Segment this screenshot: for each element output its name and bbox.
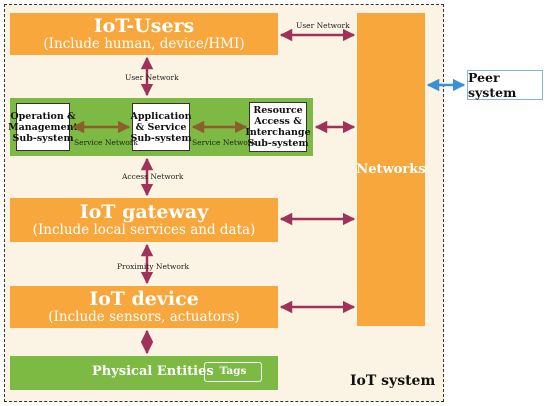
peer-system-label: Peer system bbox=[468, 70, 517, 100]
networks-box: Networks bbox=[356, 13, 426, 326]
iot-users-box: IoT-Users (Include human, device/HMI) bbox=[10, 13, 278, 55]
iot-device-box: IoT device (Include sensors, actuators) bbox=[10, 286, 278, 328]
operation-management-label: Operation & Management Sub-system bbox=[8, 110, 78, 144]
iot-device-subtitle: (Include sensors, actuators) bbox=[48, 309, 240, 325]
resource-access-subsystem: Resource Access & Interchange Sub-system bbox=[245, 102, 311, 152]
iot-gateway-subtitle: (Include local services and data) bbox=[32, 222, 256, 238]
resource-access-label: Resource Access & Interchange Sub-system bbox=[245, 105, 311, 149]
operation-management-subsystem: Operation & Management Sub-system bbox=[8, 103, 78, 151]
tags-label: Tags bbox=[219, 365, 247, 377]
label-proximity-network: Proximity Network bbox=[117, 262, 190, 271]
physical-entities-title: Physical Entities bbox=[92, 364, 214, 379]
iot-users-subtitle: (Include human, device/HMI) bbox=[43, 36, 245, 52]
networks-label: Networks bbox=[356, 162, 426, 177]
tags-box: Tags bbox=[204, 362, 262, 382]
label-user-network-top: User Network bbox=[296, 21, 350, 30]
iot-device-title: IoT device bbox=[89, 288, 199, 310]
iot-system-label: IoT system bbox=[350, 373, 436, 389]
label-user-network-mid: User Network bbox=[125, 73, 179, 82]
physical-entities-box: Physical Entities Tags bbox=[10, 356, 278, 390]
application-service-subsystem: Application & Service Sub-system bbox=[130, 103, 192, 151]
application-service-label: Application & Service Sub-system bbox=[130, 110, 192, 144]
label-service-network-left: Service Network bbox=[74, 138, 138, 147]
label-service-network-right: Service Network bbox=[192, 138, 256, 147]
iot-gateway-title: IoT gateway bbox=[79, 201, 209, 223]
iot-gateway-box: IoT gateway (Include local services and … bbox=[10, 198, 278, 242]
label-access-network: Access Network bbox=[122, 172, 184, 181]
iot-users-title: IoT-Users bbox=[93, 15, 195, 37]
peer-system-box: Peer system bbox=[467, 70, 543, 100]
